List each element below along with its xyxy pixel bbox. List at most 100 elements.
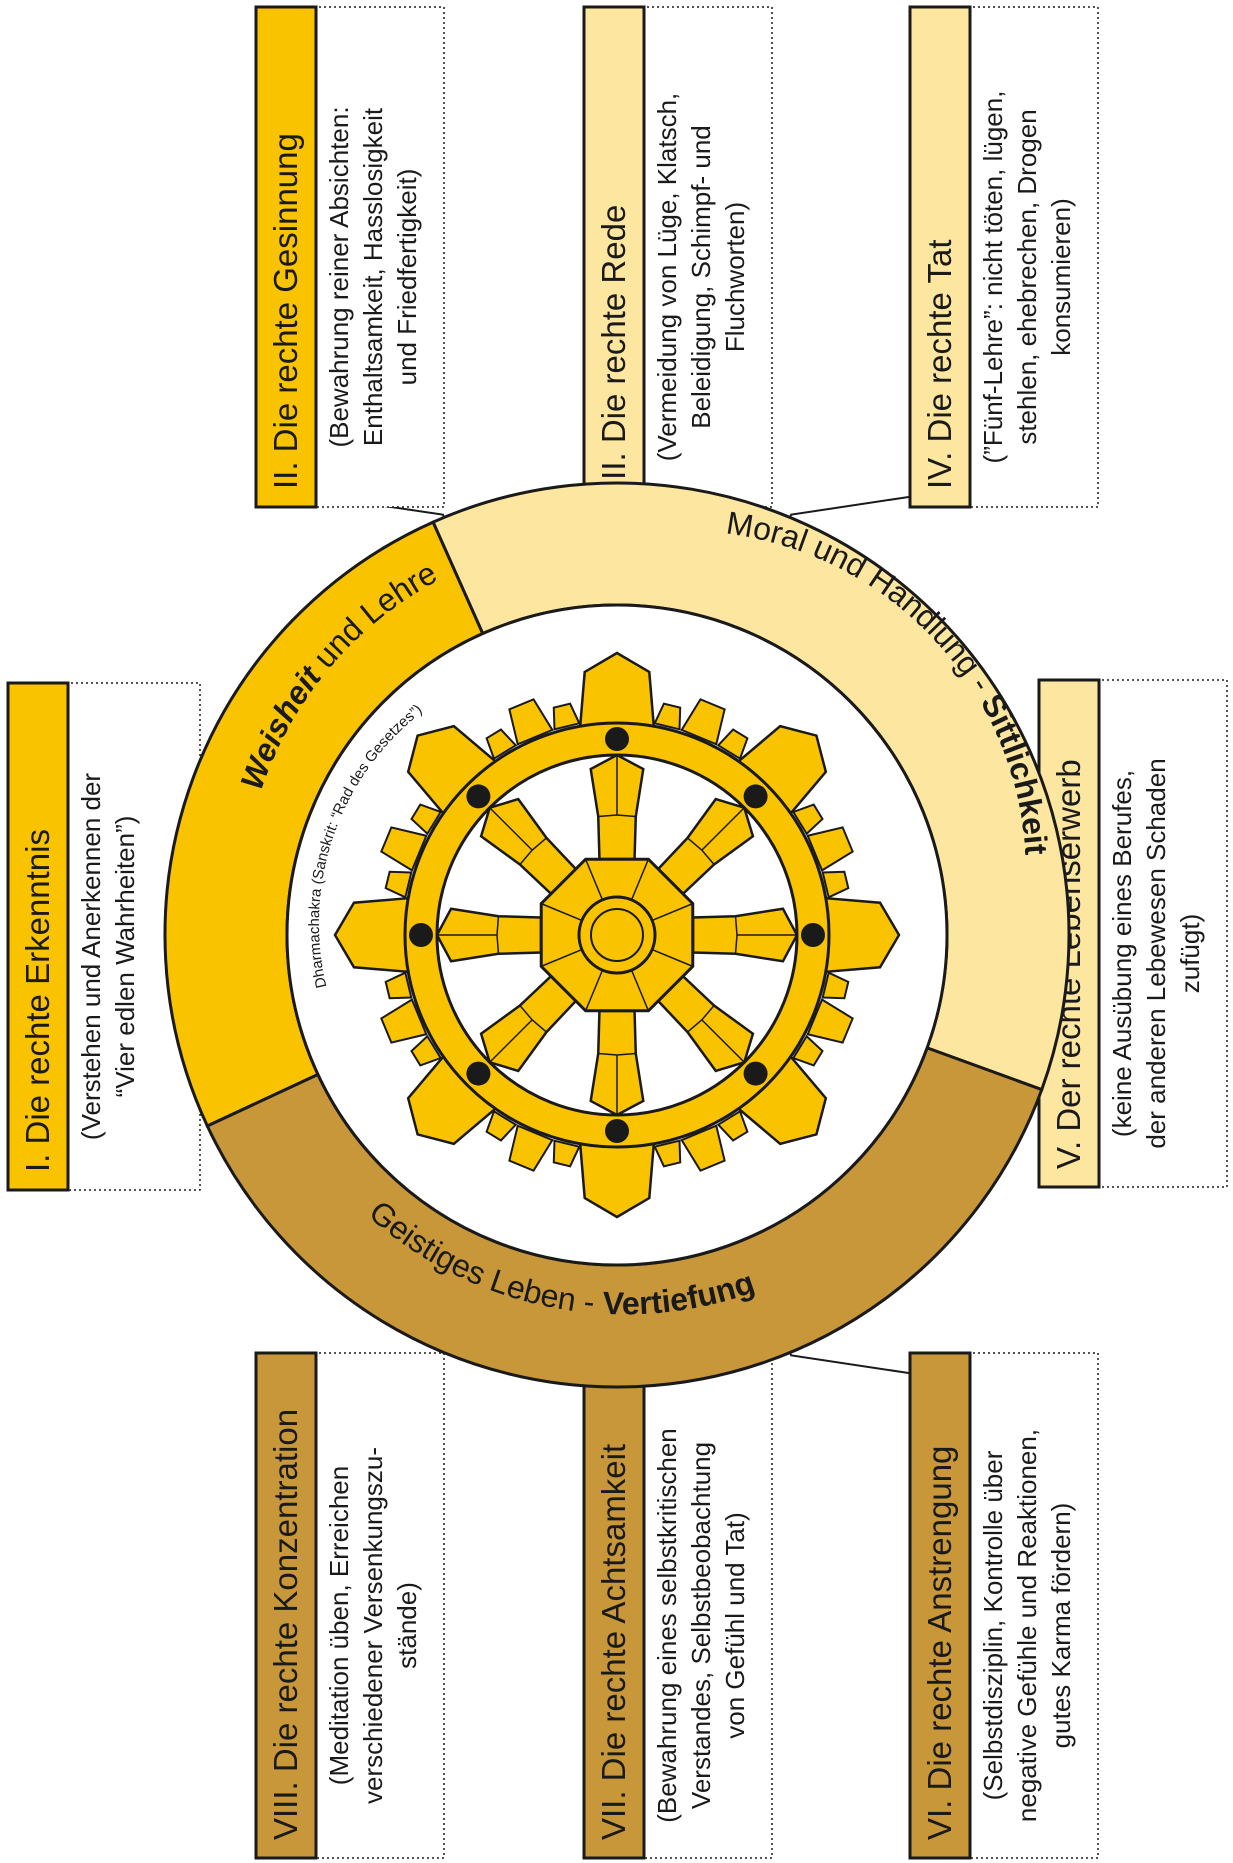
wheel-tooth	[508, 1124, 554, 1172]
path-title: VIII. Die rechte Konzentration	[267, 1409, 304, 1840]
path-box-3: III. Die rechte Rede (Vermeidung von Lüge…	[582, 5, 773, 509]
path-box-8: VIII. Die rechte Konzentration (Meditatio…	[254, 1351, 445, 1860]
description-box	[313, 6, 445, 508]
hub-facet	[630, 858, 650, 901]
path-description-line: (”Fünf-Lehre”: nicht töten, lügen,	[978, 91, 1008, 464]
path-description-line: (Bewahrung eines selbstkritischen	[652, 1428, 682, 1823]
rim-dot	[466, 784, 491, 809]
path-description-line: konsumieren)	[1046, 198, 1076, 356]
rim-dot	[743, 784, 768, 809]
rim-dot	[743, 1061, 768, 1086]
title-box	[908, 1351, 972, 1860]
rim-dot	[801, 923, 825, 947]
path-description-line: der anderen Lebewesen Schaden	[1141, 758, 1171, 1148]
spoke-facet	[687, 1005, 745, 1063]
wheel-tooth	[821, 971, 850, 1000]
rim-dot	[605, 727, 629, 751]
hub-facet	[584, 969, 604, 1012]
hub-facet	[651, 902, 694, 922]
wheel-tooth	[716, 1109, 749, 1142]
title-box	[6, 681, 70, 1192]
title-box	[908, 5, 972, 509]
path-description-line: gutes Karma fördern)	[1046, 1503, 1076, 1749]
path-title: VI. Die rechte Anstrengung	[921, 1446, 958, 1840]
path-title: III. Die rechte Rede	[595, 205, 632, 489]
path-description-line: negative Gefühle und Reaktionen,	[1012, 1429, 1042, 1822]
rim-dot	[409, 923, 433, 947]
path-description-line: Beleidigung, Schimpf- und	[686, 125, 716, 429]
path-description-line: (Verstehen und Anerkennen der	[76, 773, 106, 1141]
wheel-tooth	[485, 1109, 518, 1142]
path-title: I. Die rechte Erkenntnis	[19, 829, 56, 1172]
spoke-facet	[687, 807, 745, 865]
hub-facet	[540, 902, 583, 922]
path-title: VII. Die rechte Achtsamkeit	[595, 1444, 632, 1840]
path-description-line: Enthaltsamkeit, Hasslosigkeit	[358, 107, 388, 446]
wheel-tooth	[653, 702, 682, 731]
hub-facet	[584, 858, 604, 901]
path-description-line: stände)	[392, 1582, 422, 1669]
wheel-tooth	[552, 702, 581, 731]
path-description-line: (Bewahrung reiner Absichten:	[324, 106, 354, 447]
wheel-tooth	[384, 971, 413, 1000]
wheel-tooth	[821, 870, 850, 899]
title-box	[254, 1351, 318, 1860]
path-description-line: (Selbstdisziplin, Kontrolle über	[978, 1450, 1008, 1800]
description-box	[641, 6, 773, 508]
wheel-tooth	[806, 826, 854, 872]
wheel-tooth	[508, 698, 554, 746]
spoke-facet	[598, 755, 636, 818]
spoke-facet	[489, 1005, 547, 1063]
title-box	[254, 5, 318, 509]
path-description-line: (Vermeidung von Lüge, Klatsch,	[652, 93, 682, 462]
spoke-facet	[598, 1052, 636, 1115]
rim-dot	[605, 1119, 629, 1143]
path-box-2: II. Die rechte Gesinnung (Bewahrung reine…	[254, 5, 445, 509]
wheel-tooth	[791, 803, 824, 836]
wheel-tooth	[680, 1124, 726, 1172]
wheel-tooth	[384, 870, 413, 899]
wheel-tooth	[380, 826, 428, 872]
dharma-wheel	[163, 481, 1071, 1389]
description-box	[967, 1352, 1099, 1859]
path-description-line: Verstandes, Selbstbeobachtung	[686, 1442, 716, 1809]
path-description-line: von Gefühl und Tat)	[720, 1512, 750, 1738]
path-description-line: “Vier edlen Wahrheiten”)	[110, 816, 140, 1098]
description-box	[641, 1352, 773, 1859]
path-box-4: IV. Die rechte Tat (”Fünf-Lehre”: nicht t…	[908, 5, 1099, 509]
path-title: II. Die rechte Gesinnung	[267, 133, 304, 489]
wheel-tooth	[806, 998, 854, 1044]
wheel-tooth	[552, 1139, 581, 1168]
path-description-line: zufügt)	[1175, 914, 1205, 994]
hub-center	[590, 908, 644, 962]
title-box	[582, 5, 646, 509]
hub-facet	[630, 969, 650, 1012]
path-title: IV. Die rechte Tat	[921, 240, 958, 489]
path-box-1: I. Die rechte Erkenntnis (Verstehen und A…	[6, 681, 201, 1192]
wheel-tooth	[485, 728, 518, 761]
hub-facet	[540, 948, 583, 968]
wheel-tooth	[680, 698, 726, 746]
path-box-7: VII. Die rechte Achtsamkeit (Bewahrung ei…	[582, 1351, 773, 1860]
path-description-line: (keine Ausübung eines Berufes,	[1107, 770, 1137, 1137]
hub-facet	[651, 948, 694, 968]
description-box	[313, 1352, 445, 1859]
spoke-facet	[734, 916, 797, 954]
spoke-facet	[489, 807, 547, 865]
wheel-tooth	[791, 1034, 824, 1067]
path-description-line: verschiedener Versenkungszu-	[358, 1447, 388, 1804]
description-box	[1096, 679, 1228, 1188]
path-box-6: VI. Die rechte Anstrengung (Selbstdiszipl…	[908, 1351, 1099, 1860]
path-description-line: (Meditation üben, Erreichen	[324, 1466, 354, 1785]
rim-dot	[466, 1061, 491, 1086]
title-box	[582, 1351, 646, 1860]
path-description-line: stehlen, ehebrechen, Drogen	[1012, 109, 1042, 444]
wheel-tooth	[653, 1139, 682, 1168]
path-boxes: I. Die rechte Erkenntnis (Verstehen und A…	[6, 5, 1228, 1860]
spoke-facet	[437, 916, 500, 954]
wheel-tooth	[410, 803, 443, 836]
wheel-tooth	[716, 728, 749, 761]
path-description-line: und Friedfertigkeit)	[392, 169, 422, 386]
description-box	[967, 6, 1099, 508]
